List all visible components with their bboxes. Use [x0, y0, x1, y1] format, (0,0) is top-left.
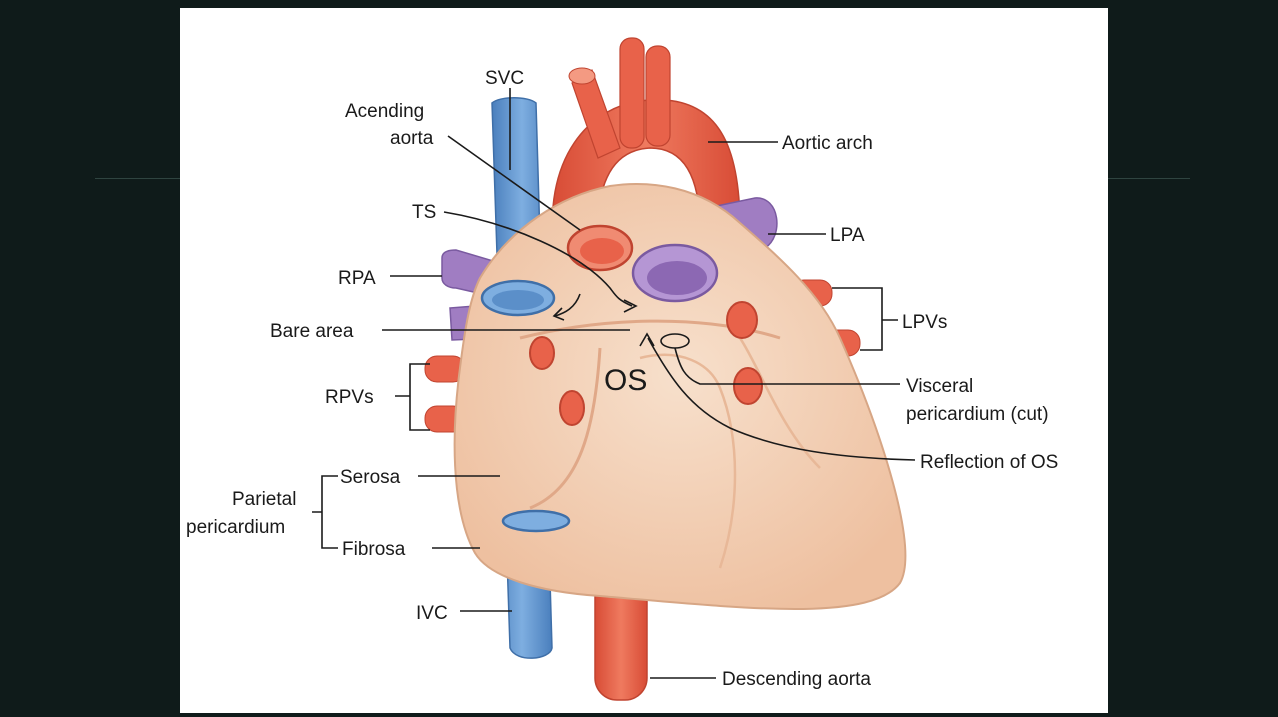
- left-divider-line: [95, 178, 180, 179]
- ivc-cut-opening: [503, 511, 569, 531]
- brachiocephalic-opening: [569, 68, 595, 84]
- label-ts: TS: [412, 202, 436, 223]
- aorta-cut-inner: [580, 238, 624, 264]
- label-reflection-os: Reflection of OS: [920, 452, 1058, 473]
- label-parietal-1: Parietal: [232, 489, 296, 510]
- label-lpvs: LPVs: [902, 312, 947, 333]
- heart-pericardium-diagram: SVC Acending aorta Aortic arch TS LPA RP…: [180, 8, 1108, 713]
- label-svc: SVC: [485, 68, 524, 89]
- right-divider-line: [1108, 178, 1190, 179]
- pulmonary-trunk-inner: [647, 261, 707, 295]
- rpv-lower-opening: [560, 391, 584, 425]
- label-aortic-arch: Aortic arch: [782, 133, 873, 154]
- lpv-upper-opening: [727, 302, 757, 338]
- label-parietal-2: pericardium: [186, 517, 285, 538]
- label-rpvs: RPVs: [325, 387, 374, 408]
- label-ivc: IVC: [416, 603, 448, 624]
- diagram-slide: SVC Acending aorta Aortic arch TS LPA RP…: [180, 8, 1108, 713]
- label-fibrosa: Fibrosa: [342, 539, 406, 560]
- label-serosa: Serosa: [340, 467, 401, 488]
- label-bare-area: Bare area: [270, 321, 354, 342]
- label-ascending-aorta-2: aorta: [390, 128, 434, 149]
- rpv-upper-opening: [530, 337, 554, 369]
- label-os: OS: [604, 364, 647, 397]
- svc-cut-inner: [492, 290, 544, 310]
- label-ascending-aorta-1: Acending: [345, 101, 424, 122]
- label-visceral-2: pericardium (cut): [906, 404, 1049, 425]
- label-visceral-1: Visceral: [906, 376, 973, 397]
- label-lpa: LPA: [830, 225, 865, 246]
- left-common-carotid: [620, 38, 644, 148]
- label-rpa: RPA: [338, 268, 376, 289]
- left-subclavian: [646, 46, 670, 146]
- bracket-parietal: [312, 476, 338, 548]
- label-descending-aorta: Descending aorta: [722, 669, 871, 690]
- lpv-lower-opening: [734, 368, 762, 404]
